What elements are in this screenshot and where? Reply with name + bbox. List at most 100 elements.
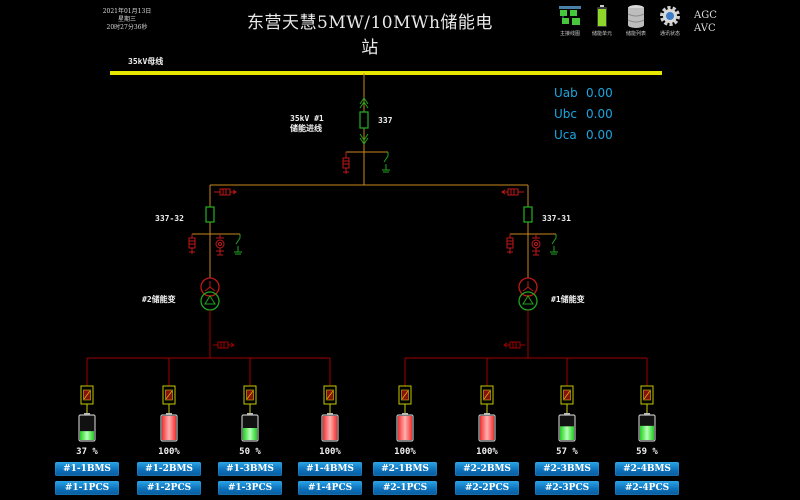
- pcs-diagonal: [483, 390, 491, 400]
- pcs-diagonal: [326, 390, 334, 400]
- measurement-label: Uca: [554, 128, 577, 142]
- measurement-uab: Uab 0.00: [554, 86, 613, 100]
- bms-button[interactable]: #2-3BMS: [535, 462, 599, 476]
- pcs-diagonal: [643, 390, 651, 400]
- soc-text: 100%: [394, 447, 416, 457]
- pcs-button[interactable]: #2-1PCS: [373, 481, 437, 495]
- battery-cap: [564, 413, 570, 415]
- nav-single-line-diagram[interactable]: 主接线图: [552, 4, 588, 37]
- bms-button[interactable]: #1-2BMS: [137, 462, 201, 476]
- incoming-line-label: 35kV #1 储能进线: [290, 114, 324, 134]
- nav-label: 储能列表: [625, 31, 646, 37]
- battery-unit-icon: [597, 5, 607, 27]
- bms-button[interactable]: #1-4BMS: [298, 462, 362, 476]
- fuse-icon: [213, 341, 235, 349]
- ground-switch-icon[interactable]: [550, 234, 558, 255]
- ground-switch-icon[interactable]: [234, 234, 242, 255]
- battery-cap: [644, 413, 650, 415]
- avc-label[interactable]: AVC: [694, 23, 716, 34]
- soc-text: 100%: [319, 447, 341, 457]
- soc-text: 100%: [158, 447, 180, 457]
- battery-level: [80, 431, 94, 440]
- pcs-button[interactable]: #1-3PCS: [218, 481, 282, 495]
- soc-text: 57 %: [556, 447, 578, 457]
- soc-text: 50 %: [239, 447, 261, 457]
- nav-label: 通讯状态: [659, 31, 680, 37]
- database-list-icon: [627, 5, 645, 28]
- bms-button[interactable]: #2-4BMS: [615, 462, 679, 476]
- nav-label: 主接线图: [559, 31, 580, 37]
- battery-level: [640, 425, 654, 440]
- storage-unit-graphic: [558, 358, 576, 442]
- storage-unit-graphic: [396, 358, 414, 442]
- breaker-337-31[interactable]: [523, 206, 533, 223]
- measurement-label: Ubc: [554, 107, 577, 121]
- transformer-2-label: #2储能变: [142, 295, 176, 304]
- voltage-transformer-icon: [531, 234, 541, 256]
- time-text: 20时27分36秒: [106, 24, 148, 31]
- bus-label: 35kV母线: [128, 57, 164, 66]
- storage-unit-graphic: [241, 358, 259, 442]
- surge-arrester-icon: [342, 152, 350, 174]
- soc-text: 37 %: [76, 447, 98, 457]
- pcs-diagonal: [246, 390, 254, 400]
- breaker-337-31-label: 337-31: [542, 214, 571, 223]
- pcs-diagonal: [563, 390, 571, 400]
- fuse-icon: [501, 188, 524, 196]
- transformer-2[interactable]: [200, 277, 220, 311]
- pcs-button[interactable]: #1-1PCS: [55, 481, 119, 495]
- measurement-ubc: Ubc 0.00: [554, 107, 613, 121]
- pcs-diagonal: [83, 390, 91, 400]
- battery-cap: [327, 413, 333, 415]
- agc-label[interactable]: AGC: [694, 10, 717, 21]
- pcs-diagonal: [165, 390, 173, 400]
- battery-level: [560, 426, 574, 440]
- bms-button[interactable]: #1-3BMS: [218, 462, 282, 476]
- surge-arrester-icon: [188, 234, 196, 254]
- nav-comm-status[interactable]: 通讯状态: [652, 4, 688, 37]
- fuse-icon: [214, 188, 237, 196]
- soc-text: 59 %: [636, 447, 658, 457]
- agc-avc-toggle[interactable]: AGC AVC: [694, 9, 717, 35]
- bms-button[interactable]: #2-1BMS: [373, 462, 437, 476]
- bms-button[interactable]: #2-2BMS: [455, 462, 519, 476]
- soc-text: 100%: [476, 447, 498, 457]
- storage-unit-graphic: [78, 358, 96, 442]
- ground-switch-icon[interactable]: [382, 152, 390, 173]
- storage-unit-graphic: [478, 358, 496, 442]
- incoming-line-label-1: 35kV #1: [290, 114, 324, 123]
- measurement-value: 0.00: [586, 107, 613, 121]
- nav-battery-unit[interactable]: 储能单元: [584, 4, 620, 37]
- storage-unit-graphic: [638, 358, 656, 442]
- incoming-breaker-337[interactable]: [359, 97, 369, 145]
- pcs-button[interactable]: #1-4PCS: [298, 481, 362, 495]
- battery-level: [398, 416, 412, 440]
- pcs-button[interactable]: #2-4PCS: [615, 481, 679, 495]
- storage-unit-graphic: [160, 358, 178, 442]
- bms-button[interactable]: #1-1BMS: [55, 462, 119, 476]
- voltage-transformer-icon: [215, 234, 225, 256]
- battery-level: [162, 416, 176, 440]
- pcs-diagonal: [401, 390, 409, 400]
- page-title: 东营天慧5MW/10MWh储能电站: [247, 13, 493, 58]
- battery-cap: [484, 413, 490, 415]
- surge-arrester-icon: [506, 234, 514, 254]
- pcs-button[interactable]: #1-2PCS: [137, 481, 201, 495]
- battery-cap: [166, 413, 172, 415]
- nav-storage-list[interactable]: 储能列表: [618, 4, 654, 37]
- breaker-337-32[interactable]: [205, 206, 215, 223]
- pcs-button[interactable]: #2-3PCS: [535, 481, 599, 495]
- battery-cap: [247, 413, 253, 415]
- storage-unit-graphic: [321, 358, 339, 442]
- single-line-diagram-icon: [559, 6, 581, 25]
- date-text: 2021年01月13日: [102, 8, 152, 15]
- breaker-337-label: 337: [378, 116, 393, 125]
- pcs-button[interactable]: #2-2PCS: [455, 481, 519, 495]
- measurement-label: Uab: [554, 86, 578, 100]
- battery-level: [480, 416, 494, 440]
- measurement-value: 0.00: [586, 86, 613, 100]
- transformer-1[interactable]: [518, 277, 538, 311]
- battery-cap: [402, 413, 408, 415]
